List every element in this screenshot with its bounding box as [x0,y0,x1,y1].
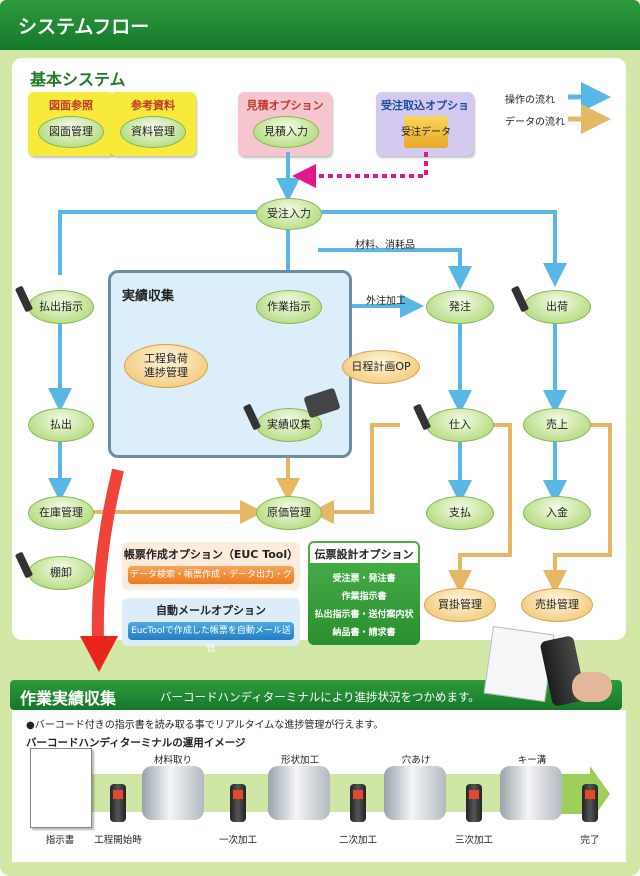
step-bottom-label: 指示書 [45,835,75,846]
folder-icon [404,116,448,148]
node-hatchu: 発注 [426,290,494,324]
bottom-note: ●バーコード付きの指示書を読み取る事でリアルタイムな進捗管理が行えます。 [26,720,384,731]
step-bottom-label: 完了 [580,835,600,846]
mitsumori-item: 見積入力 [253,116,319,148]
hand-photo [572,672,612,702]
sanko-title: 参考資料 [131,99,175,112]
sanko-item: 資料管理 [120,116,186,148]
handy-terminal-icon [466,784,482,822]
handy-terminal-icon [350,784,366,822]
node-koutei-line2: 進捗管理 [144,366,188,379]
step-top-label: 材料取り [153,755,192,766]
mail-option-title: 自動メールオプション [156,604,266,617]
node-haraidashi: 払出 [28,408,94,442]
edge-label-zairyo: 材料、消耗品 [355,240,415,251]
mitsumori-title: 見積オプション [246,99,324,112]
legend-ops-label: 操作の流れ [505,95,555,106]
node-zaiko: 在庫管理 [28,496,94,530]
mitsumori-box: 見積オプション 見積入力 [238,92,332,156]
denpyo-option-head [310,543,418,563]
node-sagyo-shiji: 作業指示 [256,290,322,324]
denpyo-line: 作業指示書 [341,592,387,602]
node-tanaoroshi: 棚卸 [28,556,94,590]
step-bottom-label: 一次加工 [218,835,257,846]
juchu-item: 受注データ [401,127,451,138]
mail-option-desc: EucToolで作成した帳票を自動メール送信 [128,622,294,654]
node-uriage: 売上 [523,408,591,442]
step-top-label: キー溝 [517,755,547,766]
node-haraidashi-shiji: 払出指示 [28,290,94,324]
bottom-subtitle: バーコードハンディターミナルにより進捗状況をつかめます。 [160,690,480,704]
node-urikake: 売掛管理 [521,588,593,622]
keyway-part-icon [500,766,562,820]
node-juchu-nyuryoku: 受注入力 [256,198,322,230]
euc-option-box: 帳票作成オプション（EUC Tool） データ検索・帳票作成・データ出力・グラフ… [122,542,300,598]
denpyo-line: 払出指示書・送付案内状 [314,610,414,620]
shaped-part-icon [268,766,330,820]
drilled-part-icon [384,766,446,820]
node-shire: 仕入 [426,408,494,442]
step-bottom-label: 二次加工 [338,835,377,846]
node-shiharai: 支払 [426,496,494,530]
step-bottom-label: 三次加工 [454,835,493,846]
zumen-box: 図面参照 図面管理 [28,92,114,156]
node-genka: 原価管理 [256,496,322,530]
handy-terminal-icon [110,784,126,822]
step-bottom-label: 工程開始時 [94,835,142,846]
zumen-item: 図面管理 [38,116,104,148]
legend-data-label: データの流れ [505,117,565,128]
handy-terminal-icon [230,784,246,822]
instruction-sheet-icon [30,748,92,828]
denpyo-line: 納品書・請求書 [332,628,396,638]
jisseki-group-title: 実績収集 [122,289,175,304]
node-kaikake: 買掛管理 [424,588,496,622]
juchu-box: 受注取込オプション 受注データ [376,92,474,156]
flow-title: バーコードハンディターミナルの運用イメージ [26,737,246,749]
denpyo-option-title: 伝票設計オプション [314,548,414,561]
bottom-title: 作業実績収集 [20,689,117,708]
mail-option-box: 自動メールオプション EucToolで作成した帳票を自動メール送信 [122,598,300,654]
node-shukka: 出荷 [523,290,591,324]
euc-option-title: 帳票作成オプション（EUC Tool） [123,548,299,561]
step-top-label: 穴あけ [401,755,431,766]
sanko-box: 参考資料 資料管理 [110,92,196,156]
material-icon [142,766,204,820]
node-nyukin: 入金 [523,496,591,530]
node-nittei: 日程計画OP [342,350,420,384]
section-title: 基本システム [30,70,126,89]
handy-terminal-icon [582,784,598,822]
title-bar: システムフロー [0,0,640,50]
edge-label-gaichu: 外注加工 [366,296,406,307]
node-koutei-line1: 工程負荷 [144,351,188,365]
step-top-label: 形状加工 [280,755,319,766]
node-koutei: 工程負荷 進捗管理 [124,344,208,388]
euc-option-desc: データ検索・帳票作成・データ出力・グラフ作成 [128,566,294,598]
page-title: システムフロー [18,16,150,38]
zumen-title: 図面参照 [49,99,93,112]
denpyo-line: 受注票・発注書 [332,574,396,584]
